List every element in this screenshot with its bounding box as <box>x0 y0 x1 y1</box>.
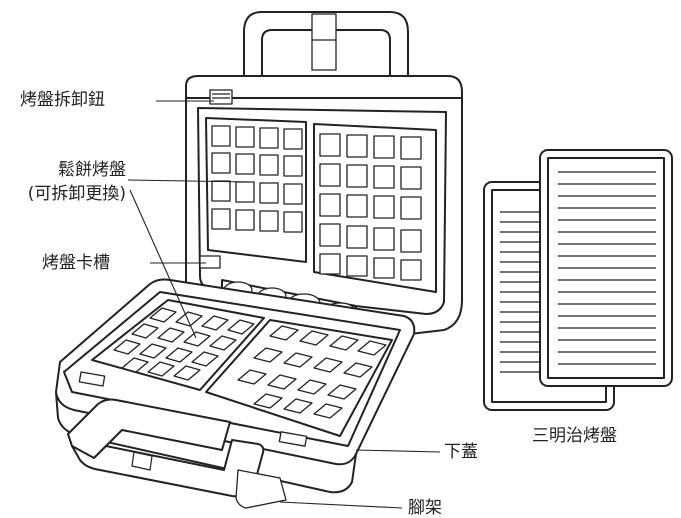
upper-left-grid <box>211 125 303 233</box>
label-stand: 腳架 <box>408 498 442 518</box>
upper-right-grid <box>319 133 422 281</box>
sandwich-plate-front <box>539 149 673 387</box>
top-handle <box>243 11 409 79</box>
lower-right-grid <box>237 325 387 419</box>
upper-lid <box>185 75 463 335</box>
front-handle <box>67 398 287 509</box>
label-release-button: 烤盤拆卸鈕 <box>20 90 105 110</box>
lower-left-grid <box>113 307 255 381</box>
label-lower-lid: 下蓋 <box>444 442 478 462</box>
label-waffle-plate-line1: 鬆餅烤盤 <box>58 160 126 180</box>
label-waffle-plate: 鬆餅烤盤 (可拆卸更換) <box>0 158 126 206</box>
label-sandwich-plate: 三明治烤盤 <box>532 426 617 446</box>
leader-lines <box>127 100 441 509</box>
label-waffle-plate-line2: (可拆卸更換) <box>27 184 126 204</box>
label-plate-slot: 烤盤卡槽 <box>42 253 110 273</box>
